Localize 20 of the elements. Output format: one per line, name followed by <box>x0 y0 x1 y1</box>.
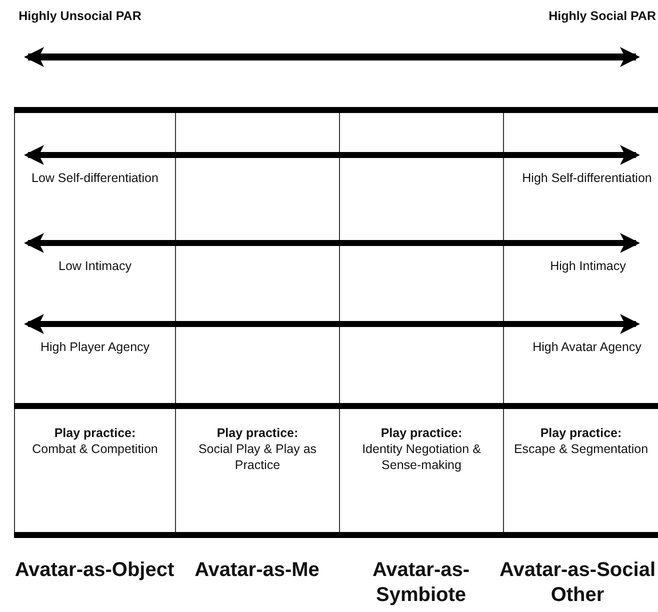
column-heading: Avatar-as-Social Other <box>498 558 656 608</box>
cell-heading: Play practice: <box>380 425 464 441</box>
scale-end-label: Low Self-differentiation <box>30 170 160 186</box>
cell-text: Social Play & Play as Practice <box>197 441 318 473</box>
cell-text: Combat & Competition <box>31 441 159 457</box>
cell-text: Escape & Segmentation <box>512 441 650 457</box>
scale-end-label: High Intimacy <box>549 258 627 274</box>
scale-end-label: High Self-differentiation <box>521 170 653 186</box>
cell-heading: Play practice: <box>539 425 623 441</box>
scale-end-label: Highly Unsocial PAR <box>18 8 142 24</box>
cell-heading: Play practice: <box>216 425 300 441</box>
column-heading: Avatar-as-Object <box>14 558 175 583</box>
scale-end-label: Low Intimacy <box>58 258 132 274</box>
column-heading: Avatar-as-Symbiote <box>371 558 471 608</box>
cell-heading: Play practice: <box>53 425 137 441</box>
scale-end-label: High Player Agency <box>39 339 151 355</box>
scale-end-label: Highly Social PAR <box>548 8 656 24</box>
cell-text: Identity Negotiation & Sense-making <box>361 441 482 473</box>
column-heading: Avatar-as-Me <box>194 558 320 583</box>
scale-end-label: High Avatar Agency <box>532 339 642 355</box>
